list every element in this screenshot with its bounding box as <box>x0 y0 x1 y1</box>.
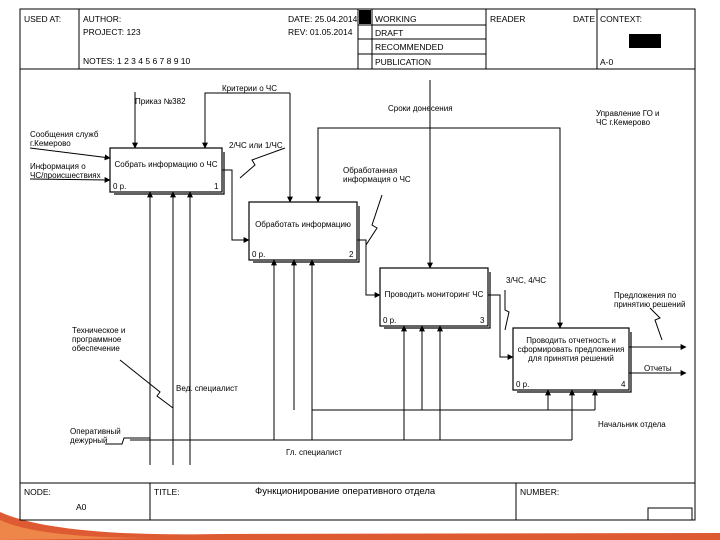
label-duty: Оперативный дежурный <box>70 427 121 445</box>
squiggle-processed <box>365 194 383 246</box>
activity-1-cost: 0 р. <box>113 182 127 191</box>
squiggle-tech <box>119 359 174 409</box>
accent-swoosh <box>0 512 720 540</box>
activity-box-2 <box>248 201 358 261</box>
activity-2-title: Обработать информацию <box>255 220 351 229</box>
context-node: A-0 <box>600 57 614 67</box>
squiggle-chs-levels <box>239 147 286 179</box>
activity-box-4 <box>512 327 630 391</box>
diagram-title: Функционирование оперативного отдела <box>255 486 436 497</box>
arrow-b3-b4 <box>488 294 514 360</box>
author-label: AUTHOR: <box>83 14 122 24</box>
activity-1-number: 1 <box>214 182 219 191</box>
status-working: WORKING <box>375 14 417 24</box>
title-label: TITLE: <box>154 487 180 497</box>
arrow-criteria <box>202 92 290 149</box>
node-value: A0 <box>76 502 87 512</box>
reader-label: READER <box>490 14 526 24</box>
label-processed: Обработанная информация о ЧС <box>343 166 411 184</box>
date-label: DATE: 25.04.2014 <box>288 14 358 24</box>
label-chief-spec: Гл. специалист <box>286 448 343 457</box>
node-label: NODE: <box>24 487 51 497</box>
notes-label: NOTES: 1 2 3 4 5 6 7 8 9 10 <box>83 56 191 66</box>
status-publication: PUBLICATION <box>375 57 432 67</box>
status-recommended: RECOMMENDED <box>375 42 444 52</box>
activity-1-title: Собрать информацию о ЧС <box>114 160 218 169</box>
squiggle-duty <box>105 437 150 445</box>
accent-swoosh-light <box>0 520 160 540</box>
label-proposals: Предложения по принятию решений <box>614 291 686 309</box>
squiggle-proposals <box>649 307 663 341</box>
activity-2-number: 2 <box>349 250 354 259</box>
context-label: CONTEXT: <box>600 14 643 24</box>
used-at-label: USED AT: <box>24 14 62 24</box>
label-reports: Отчеты <box>644 364 672 373</box>
activity-3-title: Проводить мониторинг ЧС <box>384 290 484 299</box>
label-tech: Техническое и программное обеспечение <box>72 326 126 353</box>
activity-3-number: 3 <box>480 316 485 325</box>
label-dept-head: Начальник отдела <box>598 420 666 429</box>
reader-date-label: DATE <box>573 14 596 24</box>
label-chs-levels: 2/ЧС или 1/ЧС <box>229 141 283 150</box>
label-deadlines: Сроки донесения <box>388 104 453 113</box>
working-marker <box>359 10 371 24</box>
arrow-deadlines <box>315 80 431 203</box>
status-draft: DRAFT <box>375 28 404 38</box>
label-management: Управление ГО и ЧС г.Кемерово <box>596 109 660 127</box>
label-order: Приказ №382 <box>135 97 186 106</box>
arrow-b2-b3 <box>357 239 381 298</box>
number-label: NUMBER: <box>520 487 560 497</box>
label-info-input: Информация о ЧС/происшествиях <box>30 162 101 180</box>
activity-4-cost: 0 р. <box>516 380 530 389</box>
arrow-b1-b2 <box>222 169 250 243</box>
label-messages: Сообщения служб г.Кемерово <box>30 130 99 148</box>
rev-label: REV: 01.05.2014 <box>288 27 353 37</box>
activity-4-title: Проводить отчетность и сформировать пред… <box>517 336 625 363</box>
label-criteria: Критерии о ЧС <box>222 84 277 93</box>
label-lead-spec: Вед. специалист <box>176 384 238 393</box>
label-chs-34: 3/ЧС, 4/ЧС <box>506 276 547 285</box>
arrow-messages <box>29 147 111 161</box>
squiggle-chs-34 <box>504 290 510 331</box>
context-marker <box>629 34 661 48</box>
activity-3-cost: 0 р. <box>383 316 397 325</box>
outer-frame <box>19 8 696 521</box>
activity-box-1 <box>109 147 223 193</box>
activity-4-number: 4 <box>621 380 626 389</box>
project-label: PROJECT: 123 <box>83 27 141 37</box>
activity-2-cost: 0 р. <box>252 250 266 259</box>
arrow-info-input <box>29 176 111 183</box>
